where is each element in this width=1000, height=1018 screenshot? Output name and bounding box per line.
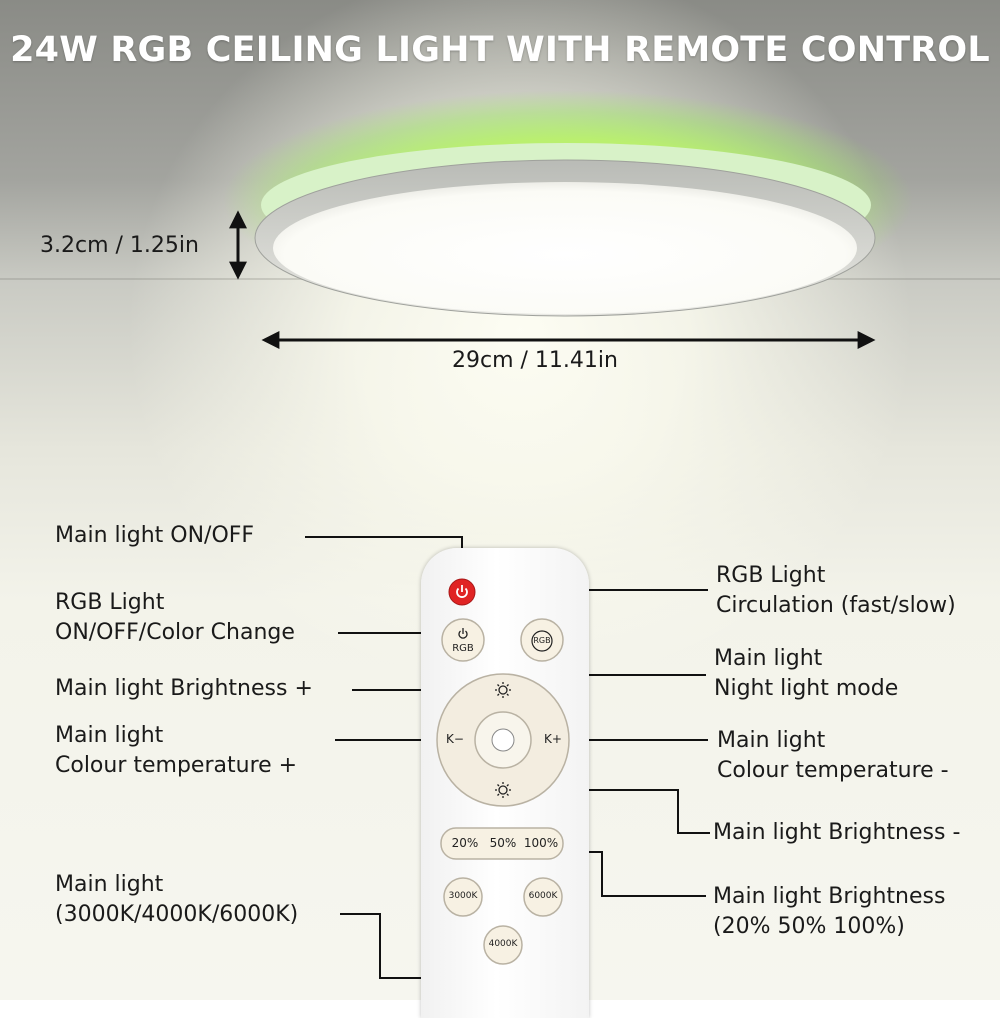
label-rgb-circulation-line2: Circulation (fast/slow) <box>716 593 956 618</box>
label-modes-line2: (3000K/4000K/6000K) <box>55 902 299 927</box>
k6000-label: 6000K <box>528 891 558 901</box>
brightness-minus-icon[interactable] <box>495 782 511 798</box>
k3000-label: 3000K <box>448 891 478 901</box>
k4000-button[interactable] <box>483 925 523 965</box>
k4000-label: 4000K <box>488 939 518 949</box>
pct-20-label[interactable]: 20% <box>451 836 479 850</box>
rgb-cycle-icon <box>531 630 553 652</box>
label-rgb-circulation-line1: RGB Light <box>716 563 826 588</box>
rgb-circulation-button[interactable] <box>520 618 564 662</box>
brightness-plus-icon[interactable] <box>495 682 511 698</box>
leader-brightness-minus <box>515 789 710 834</box>
label-night-mode-line2: Night light mode <box>714 676 899 701</box>
diameter-dimension-label: 29cm / 11.41in <box>452 348 618 373</box>
page-title: 24W RGB CEILING LIGHT WITH REMOTE CONTRO… <box>10 30 990 70</box>
label-brightness-preset-line2: (20% 50% 100%) <box>713 914 905 939</box>
label-rgb-on-off-line2: ON/OFF/Color Change <box>55 620 295 645</box>
rgb-on-off-button[interactable] <box>441 618 485 662</box>
brightness-preset-button-bar[interactable] <box>440 827 564 860</box>
label-colour-temp-plus-line2: Colour temperature + <box>55 753 298 778</box>
label-night-mode-line1: Main light <box>714 646 823 671</box>
k3000-button[interactable] <box>443 877 483 917</box>
rgb-power-icon <box>458 628 468 639</box>
lamp-diffuser <box>273 182 857 314</box>
power-icon <box>456 585 468 598</box>
night-mode-button[interactable] <box>491 728 515 752</box>
label-rgb-on-off-line1: RGB Light <box>55 590 165 615</box>
pct-50-label[interactable]: 50% <box>489 836 517 850</box>
label-colour-temp-plus-line1: Main light <box>55 723 164 748</box>
rgb-cycle-button-label: RGB <box>533 636 551 645</box>
label-brightness-minus: Main light Brightness - <box>713 820 961 845</box>
k6000-button[interactable] <box>523 877 563 917</box>
k-plus-button[interactable]: K+ <box>544 732 562 746</box>
label-colour-temp-minus-line1: Main light <box>717 728 826 753</box>
height-dimension-label: 3.2cm / 1.25in <box>40 233 199 258</box>
label-main-on-off: Main light ON/OFF <box>55 523 255 548</box>
k-minus-button[interactable]: K− <box>446 732 464 746</box>
pct-100-label[interactable]: 100% <box>523 836 559 850</box>
ceiling-lamp <box>223 90 913 317</box>
label-modes-line1: Main light <box>55 872 164 897</box>
rgb-button-label: RGB <box>452 643 474 654</box>
label-brightness-preset-line1: Main light Brightness <box>713 884 946 909</box>
label-colour-temp-minus-line2: Colour temperature - <box>717 758 949 783</box>
label-brightness-plus: Main light Brightness + <box>55 676 313 701</box>
